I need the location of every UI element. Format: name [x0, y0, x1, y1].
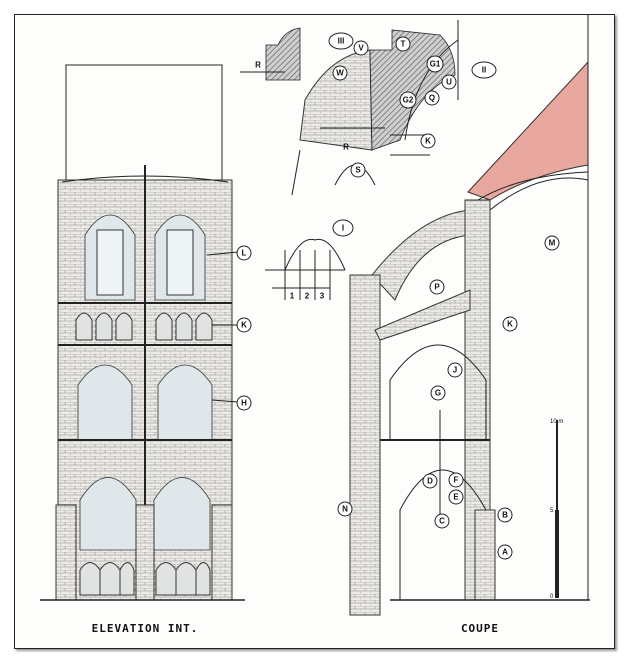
- callout-a: A: [502, 548, 508, 557]
- callout-labels: R R V T W G1U G2 Q K S L K H M P K J G D FE C B A N: [236, 36, 560, 560]
- callout-R-small: R: [255, 61, 261, 70]
- division-1: 1: [290, 292, 295, 301]
- callout-c: C: [439, 517, 445, 526]
- callout-circle: [236, 317, 252, 333]
- callout-d: D: [427, 477, 433, 486]
- detail-I-arch-geometry: [265, 238, 346, 300]
- callout-p: P: [434, 283, 440, 292]
- detail-III-label: III: [338, 37, 345, 46]
- interior-elevation: [40, 64, 245, 601]
- callout-circle: [236, 395, 252, 411]
- callout-circle: [430, 385, 446, 401]
- callout-circle: [497, 507, 513, 523]
- division-2: 2: [305, 292, 310, 301]
- callout-w: W: [336, 69, 344, 78]
- callout-circle: [399, 91, 417, 109]
- callout-g1: G1: [430, 60, 441, 69]
- arch-divisions: 1 2 3: [290, 292, 325, 301]
- callout-m: M: [549, 239, 556, 248]
- callout-v: V: [358, 44, 364, 53]
- callout-circle: [424, 90, 440, 106]
- callout-circle: [395, 36, 411, 52]
- callout-circle: [420, 133, 436, 149]
- callout-g: G: [435, 389, 441, 398]
- callout-circle: [353, 40, 369, 56]
- callout-circle: [448, 472, 464, 488]
- callout-j: J: [453, 366, 457, 375]
- callout-n: N: [342, 505, 348, 514]
- callout-circle: [429, 279, 445, 295]
- division-3: 3: [320, 292, 325, 301]
- callout-circle: [426, 55, 444, 73]
- callout-t: T: [401, 40, 406, 49]
- callout-circle: [544, 235, 560, 251]
- cross-section: [349, 15, 590, 616]
- callout-s: S: [355, 166, 361, 175]
- callout-k-detail: K: [425, 137, 431, 146]
- detail-II-label: II: [482, 66, 486, 75]
- callout-circle: [422, 473, 438, 489]
- section-caption: COUPE: [461, 622, 499, 635]
- callout-R: R: [343, 143, 349, 152]
- elevation-caption: ELEVATION INT.: [92, 622, 199, 635]
- callout-g2: G2: [403, 96, 414, 105]
- callout-circle: [497, 544, 513, 560]
- callout-q: Q: [429, 94, 435, 103]
- callout-h: H: [241, 399, 247, 408]
- roof-section: [467, 60, 589, 201]
- callout-circle: [434, 513, 450, 529]
- callout-l: L: [242, 249, 247, 258]
- scale-5: 5: [550, 508, 554, 514]
- callout-circle: [350, 162, 366, 178]
- callout-circle: [441, 74, 457, 90]
- callout-circle: [236, 245, 252, 261]
- roof-outline: [65, 64, 223, 181]
- detail-I-label: I: [342, 224, 344, 233]
- callout-circle: [502, 316, 518, 332]
- callout-b: B: [502, 511, 508, 520]
- callout-circle: [448, 489, 464, 505]
- callout-circle: [447, 362, 463, 378]
- callout-e: E: [453, 493, 459, 502]
- detail-markers: III II I: [328, 32, 497, 237]
- scale-0: 0: [550, 594, 554, 600]
- callout-f: F: [454, 476, 459, 485]
- callout-circle: [337, 501, 353, 517]
- callout-k-section: K: [507, 320, 513, 329]
- callout-circle: [332, 65, 348, 81]
- callout-u: U: [446, 78, 452, 87]
- callout-k-elev: K: [241, 321, 247, 330]
- scale-10m: 10 m: [550, 419, 563, 425]
